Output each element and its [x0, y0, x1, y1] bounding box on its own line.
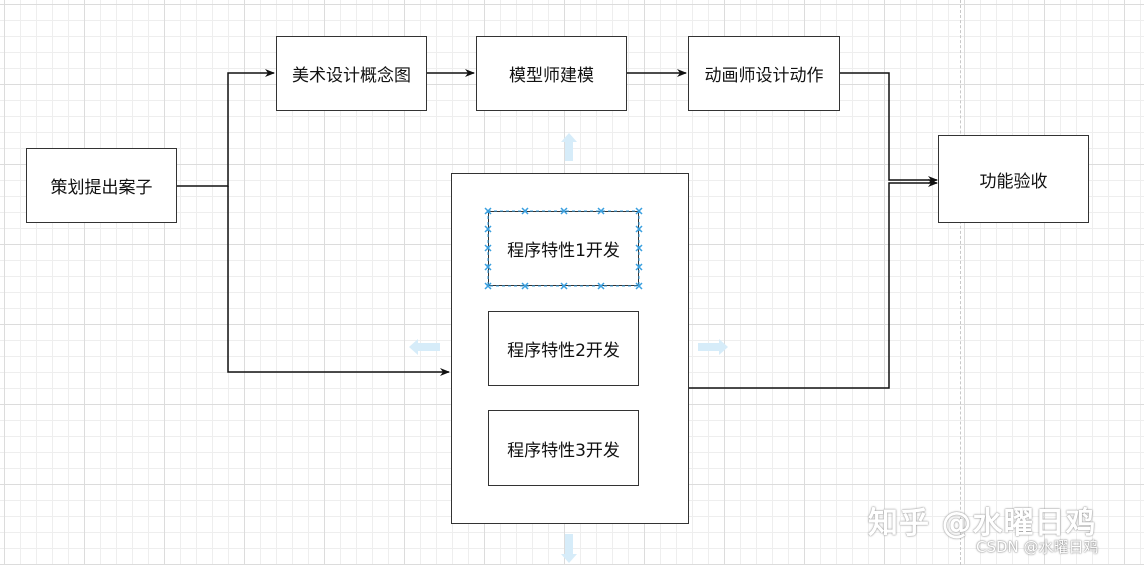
hint-arrows [409, 133, 728, 563]
node-anim[interactable]: 动画师设计动作 [688, 36, 840, 111]
zhihu-watermark: 知乎 @水曜日鸡 [868, 506, 1097, 541]
node-feature2[interactable]: 程序特性2开发 [488, 311, 639, 386]
resize-handles[interactable] [484, 207, 643, 290]
node-art[interactable]: 美术设计概念图 [276, 36, 427, 111]
hint-arrow-left[interactable] [409, 339, 440, 355]
node-feature1-label: 程序特性1开发 [507, 241, 620, 261]
page-boundary-line [960, 0, 961, 565]
hint-arrow-down[interactable] [561, 534, 577, 563]
edge-program-to-accept[interactable] [689, 179, 938, 389]
edge-anim-to-accept[interactable] [840, 72, 938, 184]
edge-plan-to-program[interactable] [227, 186, 450, 376]
edge-plan-to-art[interactable] [177, 69, 275, 187]
node-feature3-label: 程序特性3开发 [507, 440, 620, 461]
node-feature1[interactable]: 程序特性1开发 [488, 211, 639, 286]
node-accept[interactable]: 功能验收 [938, 135, 1089, 223]
node-plan[interactable]: 策划提出案子 [26, 148, 177, 223]
node-plan-label: 策划提出案子 [50, 178, 153, 198]
hint-arrow-right[interactable] [698, 339, 728, 355]
node-art-label: 美术设计概念图 [292, 66, 411, 86]
node-model[interactable]: 模型师建模 [476, 36, 627, 111]
node-model-label: 模型师建模 [509, 66, 594, 86]
node-feature2-label: 程序特性2开发 [507, 341, 620, 361]
node-accept-label: 功能验收 [979, 171, 1048, 192]
csdn-watermark: CSDN @水曜日鸡 [976, 538, 1099, 556]
node-anim-label: 动画师设计动作 [704, 66, 824, 86]
hint-arrow-up[interactable] [561, 133, 577, 161]
node-feature3[interactable]: 程序特性3开发 [488, 410, 639, 486]
